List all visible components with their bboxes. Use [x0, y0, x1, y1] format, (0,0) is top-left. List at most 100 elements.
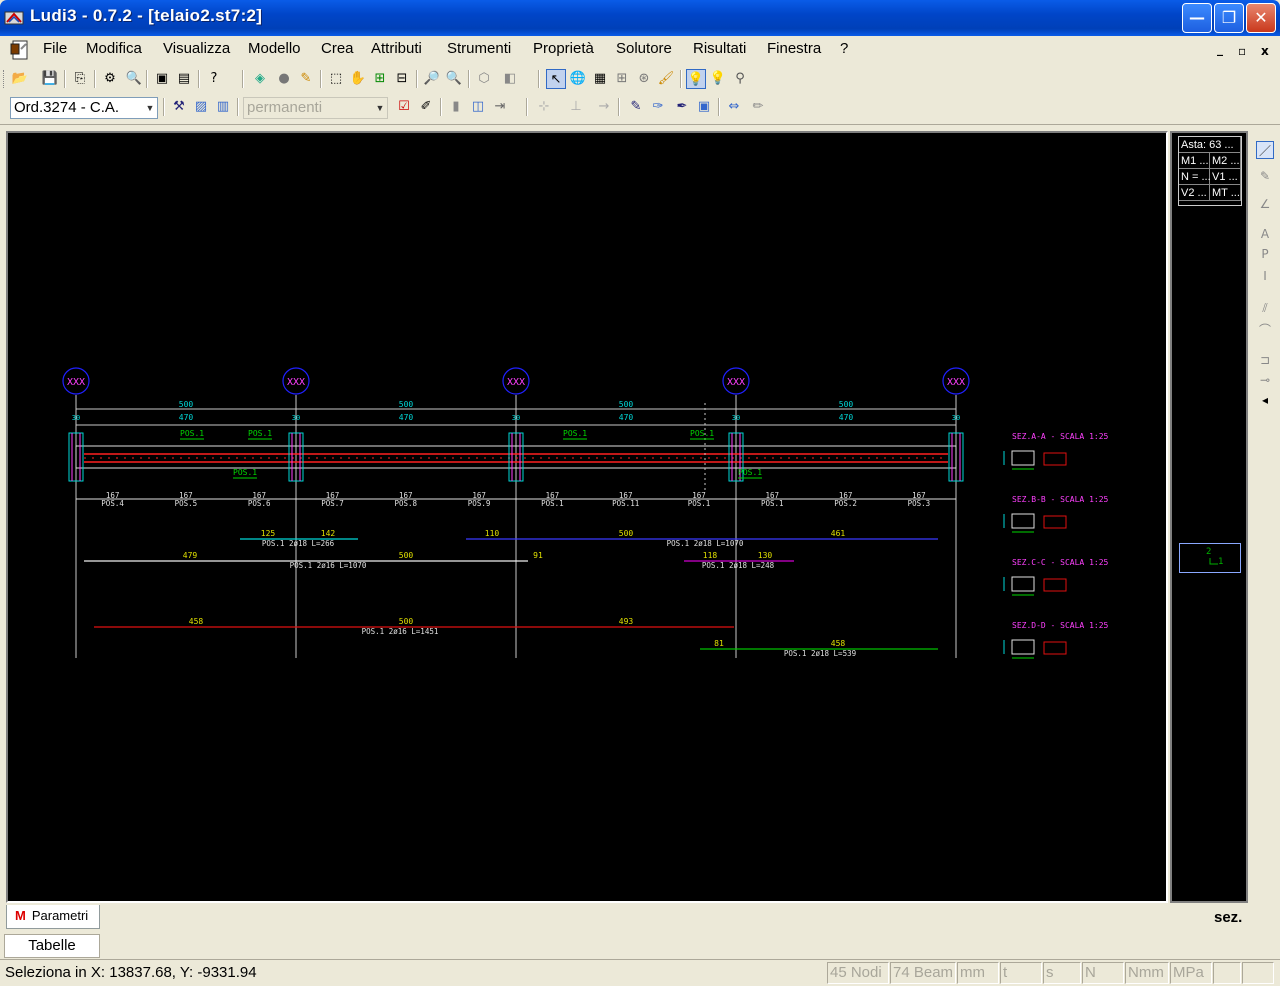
print-preview-icon[interactable]: 🔍 — [125, 71, 143, 86]
app-icon[interactable] — [4, 8, 24, 28]
main-toolbar: 📂 💾 ⎘ ⚙ 🔍 ▣ ▤ ? ◈ ● ✎ ⬚ ✋ ⊞ ⊟ 🔎 🔍 ⬡ ◧ ↖ … — [0, 66, 1280, 94]
light-bulb-icon[interactable]: 💡 — [709, 71, 727, 86]
draw-beam-icon[interactable]: ✒ — [676, 99, 688, 114]
grid-icon[interactable]: ▦ — [593, 71, 607, 86]
axis-label: XXX — [287, 377, 305, 388]
column-icon[interactable]: ▮ — [452, 99, 460, 114]
toolbar-grip[interactable] — [3, 70, 6, 88]
remove-icon[interactable]: ⊟ — [396, 71, 408, 86]
angle-tool-icon[interactable]: ∠ — [1259, 197, 1271, 211]
mesh-icon[interactable]: ⊞ — [616, 71, 628, 86]
frame-icon[interactable]: ◫ — [471, 99, 485, 114]
node-icon[interactable]: ⊹ — [538, 99, 550, 114]
maximize-button[interactable]: ❐ — [1214, 3, 1244, 33]
menu-solutore[interactable]: Solutore — [616, 40, 672, 57]
light-off-icon[interactable]: ⚲ — [735, 71, 745, 86]
menu-modifica[interactable]: Modifica — [86, 40, 142, 57]
pencil-icon[interactable]: ✎ — [300, 71, 312, 86]
menu-help[interactable]: ? — [840, 40, 849, 57]
print-setup-icon[interactable]: ⚙ — [104, 71, 116, 86]
beam-outline — [75, 445, 957, 469]
chevron-down-icon[interactable]: ▼ — [375, 103, 385, 113]
collapse-arrow-icon[interactable]: ◂ — [1261, 393, 1269, 407]
material-icon[interactable]: ⚒ — [173, 99, 185, 114]
save-icon[interactable]: 💾 — [41, 71, 59, 86]
load-doc-icon[interactable]: ▨ — [194, 99, 208, 114]
sphere-wire-icon[interactable]: ⊛ — [638, 71, 650, 86]
load-case-select[interactable]: permanenti ▼ — [243, 97, 388, 119]
panel-icon[interactable]: ▤ — [177, 71, 191, 86]
tabelle-button[interactable]: Tabelle — [4, 934, 100, 958]
ibeam-tool-icon[interactable]: Ⅰ — [1263, 269, 1267, 283]
draw-multi-icon[interactable]: ✑ — [652, 99, 664, 114]
segment-pos-label: POS.1 — [688, 499, 711, 508]
document-icon[interactable] — [10, 39, 32, 61]
help-pointer-icon[interactable]: ? — [210, 71, 218, 86]
node-preview[interactable]: 2 1 — [1179, 543, 1241, 573]
point-tool-icon[interactable]: P — [1261, 247, 1269, 261]
chevron-down-icon[interactable]: ▼ — [145, 103, 155, 113]
minimize-button[interactable]: — — [1182, 3, 1212, 33]
beam-icon[interactable]: ⊥ — [570, 99, 582, 114]
menu-strumenti[interactable]: Strumenti — [447, 40, 512, 57]
camera-icon[interactable]: ◧ — [503, 71, 517, 86]
norma-select[interactable]: Ord.3274 - C.A. ▼ — [10, 97, 158, 119]
edit-load-icon[interactable]: ✐ — [420, 99, 432, 114]
menu-attributi[interactable]: Attributi — [371, 40, 422, 57]
arc-tool-icon[interactable]: ⌒ — [1258, 323, 1271, 337]
pos-tag: POS.1 — [563, 429, 587, 438]
view-3d-icon[interactable]: ⬡ — [478, 71, 490, 86]
dimension-icon[interactable]: ⇔ — [728, 99, 740, 114]
add-icon[interactable]: ⊞ — [374, 71, 386, 86]
menu-modello[interactable]: Modello — [248, 40, 301, 57]
cut-tool-icon[interactable]: ⫽ — [1262, 301, 1268, 315]
window-icon[interactable]: ▣ — [155, 71, 169, 86]
brush-icon[interactable]: 🖌 — [657, 71, 675, 86]
menu-crea[interactable]: Crea — [321, 40, 354, 57]
load-list-icon[interactable]: ▥ — [216, 99, 230, 114]
arrow-right-icon[interactable]: → — [598, 99, 610, 114]
globe-icon[interactable]: 🌐 — [569, 71, 587, 86]
mdi-minimize-button[interactable]: _ — [1217, 42, 1223, 56]
menu-file[interactable]: File — [43, 40, 68, 57]
toolbar-separator — [680, 70, 682, 88]
pos-tag: POS.1 — [738, 468, 762, 477]
light-bulb-on-icon[interactable]: 💡 — [686, 69, 706, 89]
span-dim-label: 500 — [179, 400, 194, 409]
toolbar-separator — [320, 70, 322, 88]
zoom-out-icon[interactable]: 🔍 — [445, 71, 463, 86]
copy-icon[interactable]: ⎘ — [74, 71, 86, 86]
render-icon[interactable]: ◈ — [255, 71, 265, 86]
sphere-icon[interactable]: ● — [278, 71, 290, 86]
open-file-icon[interactable]: 📂 — [11, 71, 29, 86]
mdi-close-button[interactable]: x — [1261, 44, 1269, 58]
menu-visualizza[interactable]: Visualizza — [163, 40, 231, 57]
select-box-icon[interactable]: ⬚ — [329, 71, 343, 86]
menu-finestra[interactable]: Finestra — [767, 40, 822, 57]
line-tool-icon[interactable]: ／ — [1256, 141, 1274, 159]
pen-icon[interactable]: ✏ — [752, 99, 764, 114]
title-bar[interactable]: Ludi3 - 0.7.2 - [telaio2.st7:2] — ❐ ✕ — [0, 0, 1280, 36]
menu-risultati[interactable]: Risultati — [693, 40, 747, 57]
key-tool-icon[interactable]: ⊸ — [1259, 373, 1271, 387]
insert-icon[interactable]: ⇥ — [494, 99, 506, 114]
draw-box-icon[interactable]: ▣ — [697, 99, 711, 114]
close-button[interactable]: ✕ — [1246, 3, 1276, 33]
check-icon[interactable]: ☑ — [398, 99, 410, 114]
select-arrow-icon[interactable]: ↖ — [546, 69, 566, 89]
pencil-tool-icon[interactable]: ✎ — [1259, 169, 1271, 183]
mdi-restore-button[interactable]: ▫ — [1238, 44, 1247, 58]
section-title: SEZ.B-B - SCALA 1:25 — [1012, 495, 1109, 504]
rebar-dim-label: 500 — [619, 529, 634, 538]
text-tool-icon[interactable]: A — [1260, 227, 1270, 241]
sez-tab[interactable]: sez. — [1214, 909, 1243, 926]
menu-proprieta[interactable]: Proprietà — [533, 40, 594, 57]
wall-tool-icon[interactable]: ⊐ — [1259, 353, 1271, 367]
draw-icon[interactable]: ✎ — [630, 99, 642, 114]
pan-hand-icon[interactable]: ✋ — [349, 71, 367, 86]
zoom-in-icon[interactable]: 🔎 — [423, 71, 441, 86]
